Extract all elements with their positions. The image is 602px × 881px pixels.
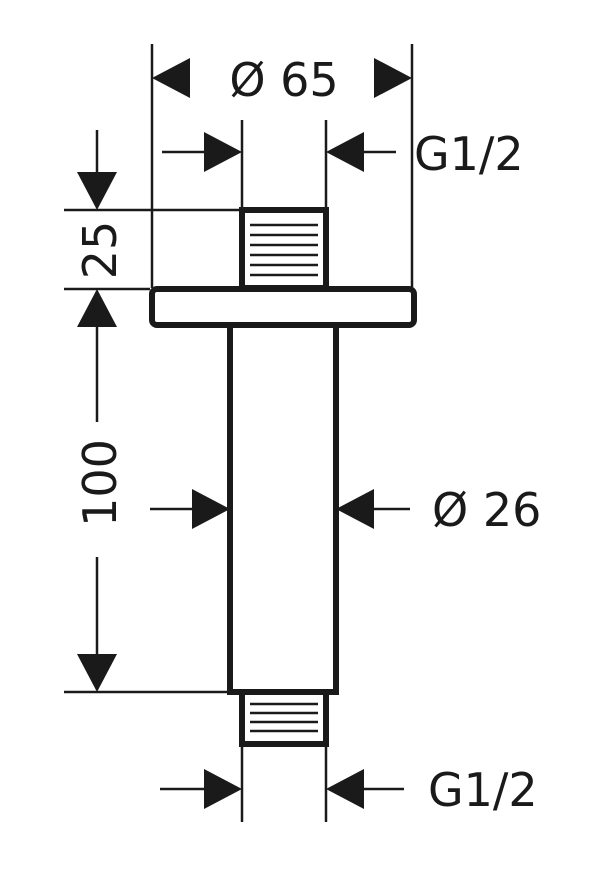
flange-diameter-dimension: Ø 65 bbox=[152, 53, 412, 107]
pipe-length-top-arrow bbox=[77, 289, 117, 327]
bottom-thread-right-arrow bbox=[326, 769, 364, 809]
pipe-diameter-right-arrow bbox=[336, 489, 374, 529]
bottom-thread-left-arrow bbox=[204, 769, 242, 809]
top-thread-left-arrow bbox=[204, 132, 242, 172]
pipe-diameter-dimension: Ø 26 bbox=[150, 483, 541, 537]
pipe-length-dimension: 100 bbox=[73, 289, 127, 692]
pipe-diameter-left-arrow bbox=[192, 489, 230, 529]
bottom-thread-outline bbox=[239, 689, 329, 747]
bottom-thread-dimension: G1/2 bbox=[160, 763, 538, 817]
pipe-length-bottom-arrow bbox=[77, 654, 117, 692]
top-thread-outline bbox=[239, 207, 329, 291]
pipe-length-label: 100 bbox=[73, 439, 127, 527]
thread-length-dimension: 25 bbox=[73, 130, 127, 279]
extension-lines bbox=[64, 44, 414, 822]
bottom-thread-label: G1/2 bbox=[428, 763, 538, 817]
flange-diameter-label: Ø 65 bbox=[229, 53, 338, 107]
pipe-diameter-label: Ø 26 bbox=[432, 483, 541, 537]
flange-dim-right-arrow bbox=[374, 58, 412, 98]
flange-dim-left-arrow bbox=[152, 58, 190, 98]
thread-length-label: 25 bbox=[73, 221, 127, 280]
top-thread-dimension: G1/2 bbox=[162, 127, 524, 181]
thread-length-arrow bbox=[77, 172, 117, 210]
bottom-thread-hatching bbox=[250, 702, 318, 733]
ceiling-arm-part bbox=[149, 207, 417, 747]
top-thread-hatching bbox=[250, 223, 318, 277]
top-thread-label: G1/2 bbox=[414, 127, 524, 181]
flange-outline bbox=[149, 286, 417, 328]
pipe-outline bbox=[227, 322, 339, 695]
top-thread-right-arrow bbox=[326, 132, 364, 172]
